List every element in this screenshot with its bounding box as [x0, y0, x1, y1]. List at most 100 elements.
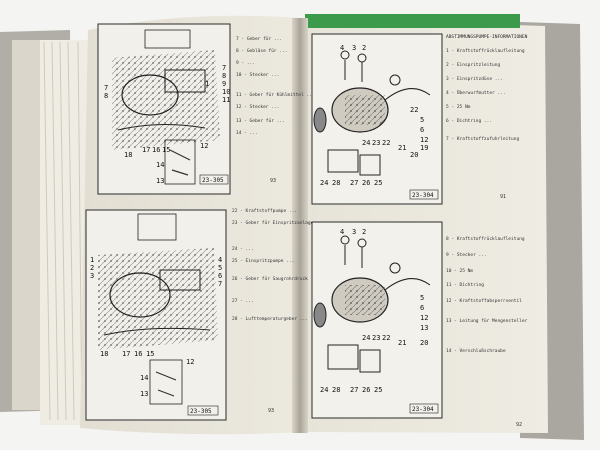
note-line: 11 - Dichtring	[446, 282, 484, 288]
callout-top-3: 2	[362, 44, 366, 52]
callout-lower-5: 25	[374, 386, 382, 394]
note-line: 12 - Kraftstoffabsperrventil	[446, 298, 522, 304]
callout-bottom-3: 16	[152, 146, 160, 154]
green-section-tab	[305, 14, 520, 28]
legend-line: 13 - Geber für ...	[236, 118, 285, 124]
callout-bottom-1: 24	[362, 139, 370, 147]
callout-right-1: 4	[218, 256, 222, 264]
callout-right-3: 6	[218, 272, 222, 280]
callout-bottom-4: 15	[162, 146, 170, 154]
callout-right-2: 7	[222, 64, 226, 72]
callout-side-2: 6	[420, 304, 424, 312]
callout-bottom-4: 21	[398, 339, 406, 347]
callout-right-1: 1	[205, 80, 209, 88]
legend-line: 27 - ...	[232, 298, 254, 304]
callout-top-1: 4	[340, 44, 344, 52]
figure-ref-left-top: 23-305	[202, 177, 224, 184]
callout-bottom-4: 21	[398, 144, 406, 152]
callout-bottom-3: 22	[382, 334, 390, 342]
page-number: 93	[270, 178, 276, 184]
note-line: 5 - 25 Nm	[446, 104, 471, 110]
note-line: 1 - Kraftstoffrücklaufleitung	[446, 48, 525, 54]
note-line: 2 - Einspritzleitung	[446, 62, 500, 68]
callout-bottom-6: 19	[420, 144, 428, 152]
legend-line: 9 - ...	[236, 60, 255, 66]
book-gutter	[292, 18, 308, 433]
callout-right-6: 11	[222, 96, 230, 104]
figure-ref-left-bottom: 23-305	[190, 408, 212, 415]
callout-top-3: 2	[362, 228, 366, 236]
callout-lower-5: 25	[374, 179, 382, 187]
callout-bottom-5: 20	[420, 339, 428, 347]
callout-side-4: 12	[420, 136, 428, 144]
note-line: 6 - Dichtring ...	[446, 118, 492, 124]
callout-right-3: 8	[222, 72, 226, 80]
note-line: 3 - Einspritzdüse ...	[446, 76, 503, 82]
inset-label-3: 12	[186, 358, 194, 366]
callout-lower-2: 28	[332, 179, 340, 187]
legend-line: 25 - Einspritzpumpe ...	[232, 258, 294, 264]
note-line: 7 - Kraftstoffzufuhrleitung	[446, 136, 519, 142]
callout-bottom-2: 23	[372, 334, 380, 342]
callout-right-4: 9	[222, 80, 226, 88]
callout-side-3: 12	[420, 314, 428, 322]
legend-line: 22 - Kraftstoffpumpe ...	[232, 208, 297, 214]
callout-bottom-3: 22	[382, 139, 390, 147]
left-bottom-figure: 1 2 3 4 5 6 7 18 17 16 15 14 13 12 23-30…	[85, 209, 227, 421]
callout-left-1: 1	[90, 256, 94, 264]
callout-right-4: 7	[218, 280, 222, 288]
callout-bottom-2: 17	[122, 350, 130, 358]
callout-left-2: 8	[104, 92, 108, 100]
callout-bottom-3: 16	[134, 350, 142, 358]
callout-left-2: 2	[90, 264, 94, 272]
section-heading: ABSTIMMUNGSPUMPE-INFORMATIONEN	[446, 34, 528, 40]
callout-lower-4: 26	[362, 179, 370, 187]
note-line: 13 - Leitung für Mengensteller	[446, 318, 528, 324]
callout-lower-4: 26	[362, 386, 370, 394]
note-line: 9 - Stecker ...	[446, 252, 487, 258]
right-top-notes: ABSTIMMUNGSPUMPE-INFORMATIONEN 1 - Kraft…	[446, 34, 528, 200]
inset-label-1: 14	[156, 161, 164, 169]
callout-lower-3: 27	[350, 386, 358, 394]
left-top-figure: 1 7 8 9 10 11 7 8 18 17 16 15 14 13 12 2…	[97, 23, 231, 195]
figure-ref-right-top: 23-304	[412, 192, 434, 199]
callout-lower-1: 24	[320, 179, 328, 187]
figure-ref-right-bottom: 23-304	[412, 406, 434, 413]
callout-bottom-4: 15	[146, 350, 154, 358]
note-line: 14 - Verschlußschraube	[446, 348, 506, 354]
callout-side-1: 5	[420, 294, 424, 302]
note-line: 10 - 25 Nm	[446, 268, 473, 274]
page-number: 92	[516, 422, 522, 428]
note-line: 4 - Überwurfmutter ...	[446, 89, 506, 96]
callout-side-4: 13	[420, 324, 428, 332]
callout-side-1: 22	[410, 106, 418, 114]
inset-label-3: 12	[200, 142, 208, 150]
legend-line: 24 - ...	[232, 246, 254, 252]
callout-bottom-2: 23	[372, 139, 380, 147]
right-bottom-notes: 8 - Kraftstoffrücklaufleitung 9 - Stecke…	[446, 236, 528, 428]
callout-left-3: 3	[90, 272, 94, 280]
callout-side-2: 5	[420, 116, 424, 124]
callout-left-1: 7	[104, 84, 108, 92]
right-top-figure: 4 3 2 22 5 6 12 24 23 22 21 20 19 24 28 …	[311, 33, 443, 205]
callout-right-2: 5	[218, 264, 222, 272]
inset-label-2: 13	[156, 177, 164, 185]
legend-line: 8 - Gebläse für ...	[236, 48, 287, 54]
legend-line: 26 - Geber für Saugrohrdruck ...	[232, 276, 319, 282]
legend-line: 10 - Stecker ...	[236, 72, 279, 78]
callout-lower-3: 27	[350, 179, 358, 187]
callout-bottom-1: 24	[362, 334, 370, 342]
inset-label-2: 13	[140, 390, 148, 398]
callout-bottom-2: 17	[142, 146, 150, 154]
left-top-legend: 7 - Geber für ... 8 - Gebläse für ... 9 …	[236, 36, 315, 184]
callout-top-2: 3	[352, 228, 356, 236]
callout-bottom-1: 18	[124, 151, 132, 159]
callout-right-5: 10	[222, 88, 230, 96]
legend-line: 12 - Stecker ...	[236, 104, 279, 110]
page-number: 91	[500, 194, 506, 200]
page-number: 93	[268, 408, 274, 414]
legend-line: 7 - Geber für ...	[236, 36, 282, 42]
callout-top-2: 3	[352, 44, 356, 52]
callout-bottom-1: 18	[100, 350, 108, 358]
left-bottom-legend: 22 - Kraftstoffpumpe ... 23 - Geber für …	[232, 208, 324, 414]
